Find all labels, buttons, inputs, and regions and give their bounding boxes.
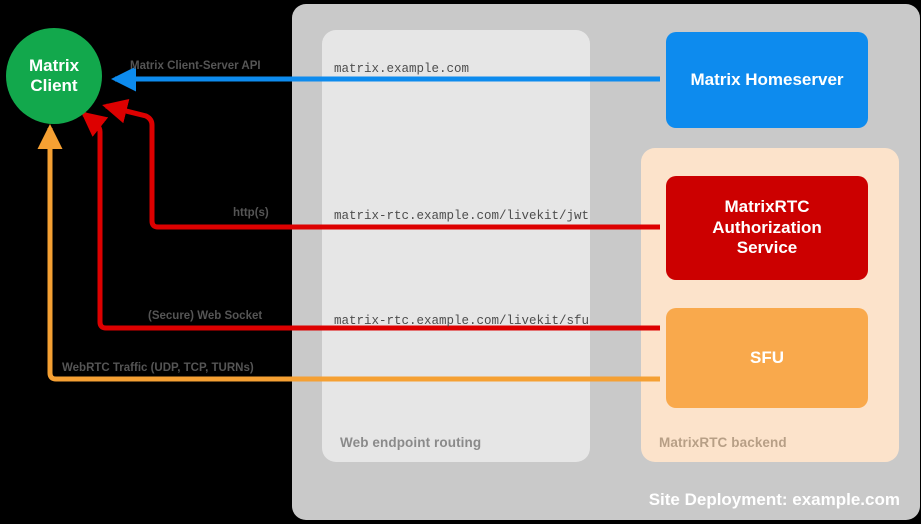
matrix-homeserver-label: Matrix Homeserver <box>690 69 844 89</box>
auth-service-line1: MatrixRTC <box>724 197 810 217</box>
edge-label-matrix-client-server-api: Matrix Client-Server API <box>130 60 261 72</box>
auth-service-line3: Service <box>736 238 798 258</box>
endpoint-livekit-sfu: matrix-rtc.example.com/livekit/sfu <box>334 314 590 328</box>
edge-label-secure-web-socket: (Secure) Web Socket <box>148 310 263 322</box>
node-matrix-client[interactable]: Matrix Client <box>6 28 102 124</box>
matrix-client-line1: Matrix <box>28 55 80 75</box>
endpoint-matrix-example-com: matrix.example.com <box>334 62 470 76</box>
sfu-label: SFU <box>750 347 784 367</box>
edge-label-webrtc-traffic: WebRTC Traffic (UDP, TCP, TURNs) <box>62 362 254 374</box>
web-endpoint-routing-label: Web endpoint routing <box>340 435 482 450</box>
edge-livekit-jwt <box>102 98 660 230</box>
matrixrtc-backend-label: MatrixRTC backend <box>659 435 787 450</box>
node-matrix-homeserver[interactable]: Matrix Homeserver <box>666 32 868 128</box>
web-endpoint-routing-group: Web endpoint routing <box>322 30 590 462</box>
edge-label-http-s: http(s) <box>233 207 269 219</box>
edge-webrtc-traffic <box>37 123 660 382</box>
edge-livekit-sfu <box>80 111 660 331</box>
endpoint-livekit-jwt: matrix-rtc.example.com/livekit/jwt <box>334 209 590 223</box>
site-deployment-label: Site Deployment: example.com <box>648 490 900 509</box>
matrix-client-line2: Client <box>30 76 78 95</box>
node-matrixrtc-authorization-service[interactable]: MatrixRTC Authorization Service <box>666 176 868 280</box>
auth-service-line2: Authorization <box>712 217 822 237</box>
node-sfu[interactable]: SFU <box>666 308 868 408</box>
